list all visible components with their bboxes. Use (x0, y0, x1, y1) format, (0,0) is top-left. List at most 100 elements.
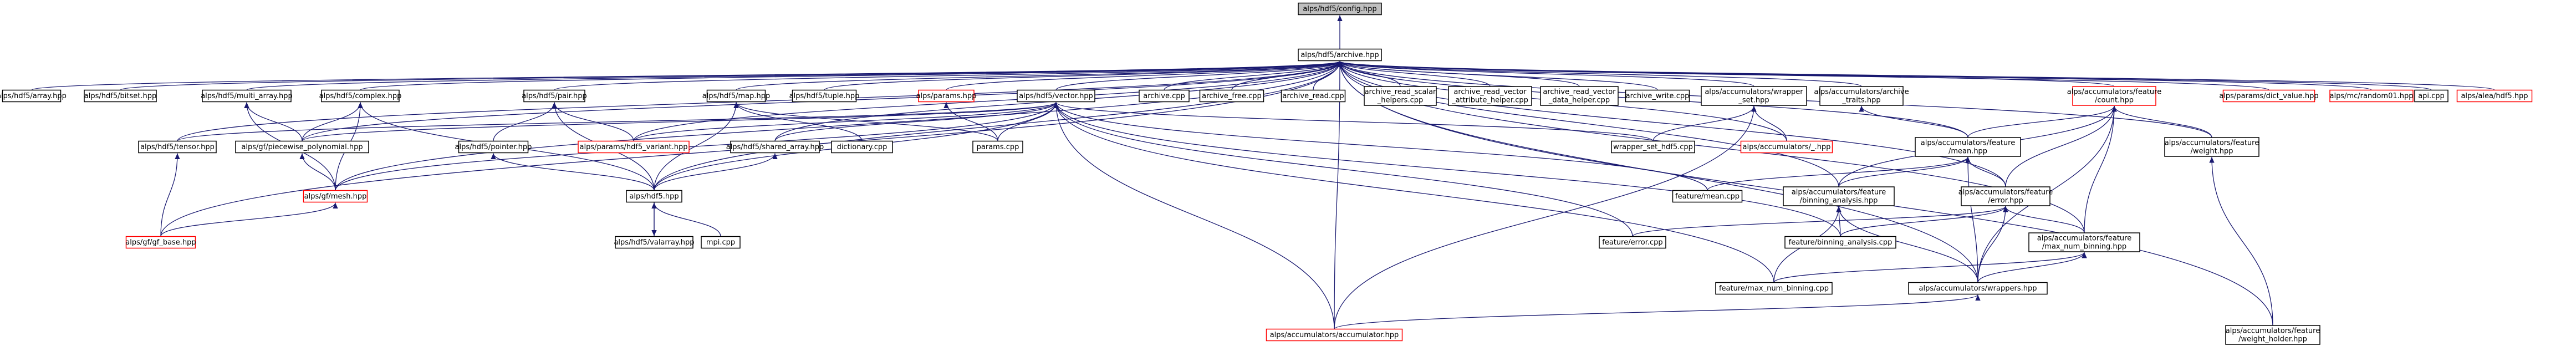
edge-acc-archive-traits-to-archive (1337, 60, 1862, 87)
node-box (1961, 186, 2050, 206)
node-box (2, 89, 62, 103)
edge-vector-to-archive (1055, 60, 1343, 91)
node-acc-underscore[interactable]: alps/accumulators/_.hpp (1740, 140, 1833, 154)
include-edge (2111, 105, 2212, 138)
node-archive-read-vector-data[interactable]: archive_read_vector_data_helper.cpp (1540, 86, 1619, 106)
node-box (1625, 89, 1690, 103)
node-gf-base[interactable]: alps/gf/gf_base.hpp (125, 236, 196, 249)
node-dictionary-cpp[interactable]: dictionary.cpp (831, 140, 893, 154)
include-edge (736, 60, 1343, 91)
node-archive-free[interactable]: archive_free.cpp (1199, 89, 1264, 103)
node-archive-write[interactable]: archive_write.cpp (1625, 89, 1690, 103)
node-acc-wrapper-set[interactable]: alps/accumulators/wrapper_set.hpp (1701, 86, 1807, 106)
node-feature-mean-cpp[interactable]: feature/mean.cpp (1672, 190, 1743, 203)
node-box (523, 89, 585, 103)
node-feature-max-num-binning-cpp[interactable]: feature/max_num_binning.cpp (1715, 282, 1833, 295)
node-label: feature/binning_analysis.cpp (1789, 238, 1893, 247)
node-pair[interactable]: alps/hdf5/pair.hpp (522, 89, 587, 103)
node-label: alps/accumulators/feature (2067, 88, 2161, 96)
node-archive-read[interactable]: archive_read.cpp (1281, 89, 1346, 103)
include-edge (1053, 102, 1841, 237)
node-hdf5-pointer[interactable]: alps/hdf5/pointer.hpp (455, 140, 532, 154)
include-edge (1055, 60, 1343, 91)
node-tuple[interactable]: alps/hdf5/tuple.hpp (789, 89, 860, 103)
node-archive-read-scalar[interactable]: archive_read_scalar_helpers.cpp (1364, 86, 1437, 106)
include-edge (1977, 252, 2087, 283)
node-archive-cpp[interactable]: archive.cpp (1139, 89, 1190, 103)
node-label: alps/alea/hdf5.hpp (2461, 92, 2528, 100)
node-label: alps/params/dict_value.hpp (2219, 92, 2318, 100)
node-shared-array[interactable]: alps/hdf5/shared_array.hpp (726, 140, 824, 154)
include-edge (1836, 206, 1978, 283)
include-edge (1632, 206, 2008, 237)
node-acc-accumulator[interactable]: alps/accumulators/accumulator.hpp (1266, 328, 1403, 342)
node-multi-array[interactable]: alps/hdf5/multi_array.hpp (201, 89, 293, 103)
node-wrapper-set-hdf5[interactable]: wrapper_set_hdf5.cpp (1611, 140, 1695, 154)
node-box (202, 89, 292, 103)
edge-bitset-to-archive (120, 60, 1342, 91)
include-edge (1859, 105, 1968, 138)
node-acc-max-num-binning[interactable]: alps/accumulators/feature/max_num_binnin… (2028, 232, 2140, 252)
node-mc-random01[interactable]: alps/mc/random01.hpp (2329, 89, 2414, 103)
node-label: archive_read.cpp (1282, 92, 1344, 100)
include-edge (733, 102, 998, 141)
include-edge (2005, 105, 2117, 187)
node-hdf5-hpp[interactable]: alps/hdf5.hpp (626, 190, 682, 203)
node-vector[interactable]: alps/hdf5/vector.hpp (1017, 89, 1095, 103)
node-box (1783, 186, 1895, 206)
node-feature-binning-cpp[interactable]: feature/binning_analysis.cpp (1784, 236, 1896, 249)
node-acc-feature-count[interactable]: alps/accumulators/feature/count.hpp (2067, 86, 2161, 106)
node-acc-wrappers[interactable]: alps/accumulators/wrappers.hpp (1908, 282, 2048, 295)
edge-acc-accumulator-to-vector (1053, 102, 1335, 329)
node-box (918, 89, 975, 103)
node-acc-binning-analysis[interactable]: alps/accumulators/feature/binning_analys… (1783, 186, 1895, 206)
node-label: _data_helper.cpp (1548, 96, 1610, 105)
node-acc-weight-holder[interactable]: alps/accumulators/feature/weight_holder.… (2225, 325, 2320, 345)
node-api-cpp[interactable]: api.cpp (2414, 89, 2449, 103)
edge-acc-wrappers-to-acc-max-num-binning (1977, 252, 2087, 283)
node-tensor[interactable]: alps/hdf5/tensor.hpp (138, 140, 217, 154)
node-label: alps/accumulators/feature (1958, 189, 2053, 197)
node-feature-error-cpp[interactable]: feature/error.cpp (1599, 236, 1666, 249)
node-alea-hdf5[interactable]: alps/alea/hdf5.hpp (2456, 89, 2533, 103)
node-box (2329, 89, 2414, 103)
node-array[interactable]: alps/hdf5/array.hpp (0, 89, 67, 103)
node-archive-read-vector-attr[interactable]: archive_read_vector_attribute_helper.cpp (1448, 86, 1532, 106)
node-box (1139, 89, 1190, 103)
node-params-cpp[interactable]: params.cpp (972, 140, 1023, 154)
node-gf-mesh[interactable]: alps/gf/mesh.hpp (303, 190, 368, 203)
node-acc-feature-mean[interactable]: alps/accumulators/feature/mean.hpp (1915, 137, 2021, 157)
node-piecewise-polynomial[interactable]: alps/gf/piecewise_polynomial.hpp (235, 140, 369, 154)
include-edge (946, 60, 1343, 91)
node-label: alps/hdf5/shared_array.hpp (726, 143, 824, 151)
node-box (578, 140, 690, 154)
node-map[interactable]: alps/hdf5/map.hpp (702, 89, 770, 103)
node-acc-feature-error[interactable]: alps/accumulators/feature/error.hpp (1958, 186, 2053, 206)
node-dict-value[interactable]: alps/params/dict_value.hpp (2219, 89, 2319, 103)
node-complex[interactable]: alps/hdf5/complex.hpp (319, 89, 402, 103)
edge-pair-to-archive (554, 60, 1343, 91)
include-edge (160, 153, 180, 237)
node-box (458, 140, 529, 154)
node-valarray[interactable]: alps/hdf5/valarray.hpp (614, 236, 695, 249)
node-config[interactable]: alps/hdf5/config.hpp (1298, 2, 1382, 16)
node-box (1740, 140, 1833, 154)
node-label: alps/hdf5/bitset.hpp (84, 92, 156, 100)
edge-params-cpp-to-params (943, 102, 998, 141)
node-label: alps/accumulators/wrapper (1705, 88, 1803, 96)
node-label: alps/hdf5/map.hpp (702, 92, 770, 100)
node-acc-feature-weight[interactable]: alps/accumulators/feature/weight.hpp (2164, 137, 2259, 157)
include-edge (1337, 60, 1658, 91)
node-params-hdf5-variant[interactable]: alps/params/hdf5_variant.hpp (578, 140, 690, 154)
edge-gf-mesh-to-vector (335, 102, 1059, 191)
include-edge (335, 61, 1343, 191)
include-edge (246, 60, 1342, 91)
node-bitset[interactable]: alps/hdf5/bitset.hpp (84, 89, 157, 103)
node-acc-archive-traits[interactable]: alps/accumulators/archive_traits.hpp (1814, 86, 1909, 106)
node-mpi-cpp[interactable]: mpi.cpp (701, 236, 741, 249)
node-params[interactable]: alps/params.hpp (916, 89, 977, 103)
node-label: alps/accumulators/feature (1921, 139, 2015, 147)
include-edge (244, 102, 303, 141)
node-archive[interactable]: alps/hdf5/archive.hpp (1298, 48, 1382, 62)
include-edge (1053, 102, 1335, 329)
